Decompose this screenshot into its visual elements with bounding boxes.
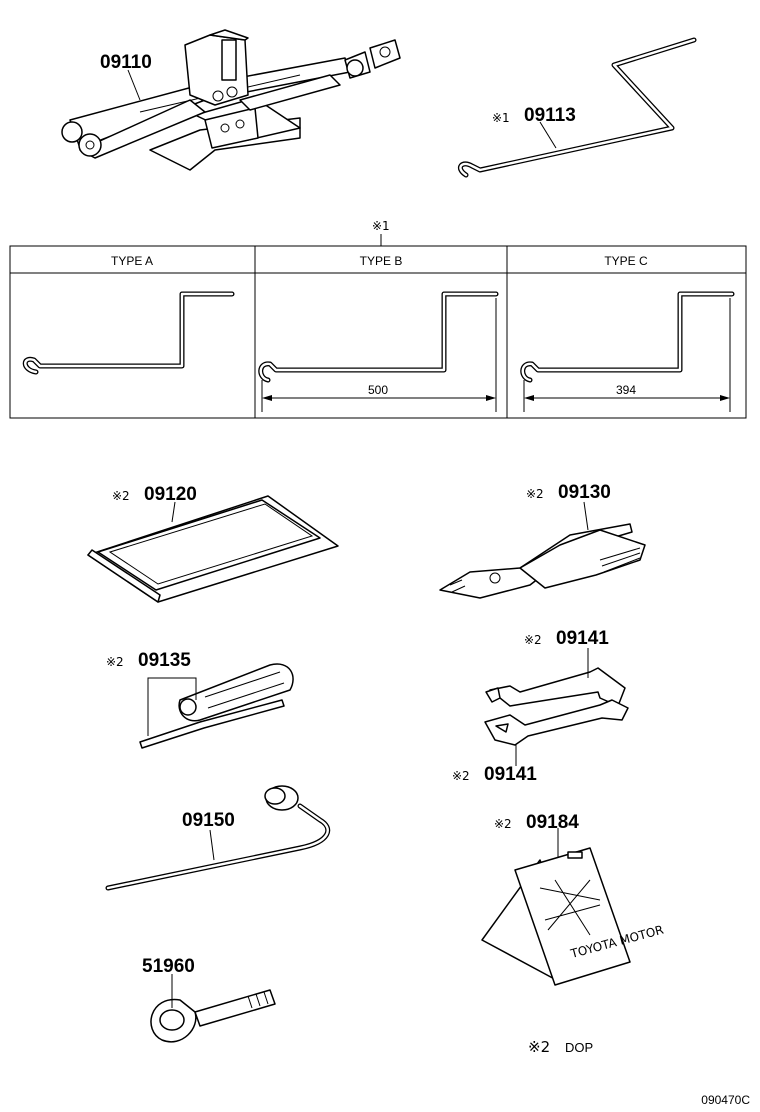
pliers-leader <box>583 501 589 531</box>
type-table-frame <box>9 245 747 419</box>
jack-leader <box>127 69 141 101</box>
screwdriver-marker: ※2 <box>106 655 124 669</box>
lug-wrench-part-number: 09150 <box>182 810 235 831</box>
wrench-upper-part-number: 09141 <box>556 628 609 649</box>
pliers-illustration <box>439 523 646 599</box>
type-c-header: TYPE C <box>604 254 648 268</box>
jack-handle-illustration <box>457 37 697 178</box>
wheel-chock-illustration: TOYOTA MOTOR <box>481 847 665 986</box>
handle-part-number: 09113 <box>524 105 576 126</box>
type-c-dimension: 394 <box>616 383 636 397</box>
type-b-handle <box>258 291 499 383</box>
drawing-code: 090470C <box>701 1093 750 1107</box>
wrench-upper-illustration <box>485 667 626 707</box>
screwdriver-leader <box>147 677 197 736</box>
wrench-lower-part-number: 09141 <box>484 764 537 785</box>
footnote-text: DOP <box>565 1040 593 1055</box>
type-b-dimension: 500 <box>368 383 388 397</box>
screwdriver-illustration <box>139 663 294 749</box>
pliers-part-number: 09130 <box>558 482 611 503</box>
jack-illustration <box>61 29 401 171</box>
wrench-lower-marker: ※2 <box>452 769 470 783</box>
screwdriver-part-number: 09135 <box>138 650 191 671</box>
handle-marker: ※1 <box>492 111 510 125</box>
jack-part-number: 09110 <box>100 52 152 73</box>
wrench-lower-illustration <box>484 699 629 746</box>
tool-bag-illustration <box>87 495 339 603</box>
handle-leader <box>539 121 557 149</box>
type-a-handle <box>22 291 235 375</box>
lug-wrench-leader <box>209 829 215 861</box>
towing-eye-part-number: 51960 <box>142 956 195 977</box>
wrench-upper-marker: ※2 <box>524 633 542 647</box>
type-b-header: TYPE B <box>360 254 403 268</box>
type-c-handle <box>520 291 735 383</box>
pliers-marker: ※2 <box>526 487 544 501</box>
lug-wrench-illustration <box>105 785 331 891</box>
tool-bag-part-number: 09120 <box>144 484 197 505</box>
type-table-marker: ※1 <box>372 219 390 233</box>
tool-bag-marker: ※2 <box>112 489 130 503</box>
footnote-marker: ※2 <box>528 1038 550 1056</box>
wheel-chock-part-number: 09184 <box>526 812 579 833</box>
tool-bag-leader <box>171 501 176 523</box>
type-a-header: TYPE A <box>111 254 153 268</box>
wheel-chock-marker: ※2 <box>494 817 512 831</box>
towing-eye-illustration <box>150 989 276 1043</box>
